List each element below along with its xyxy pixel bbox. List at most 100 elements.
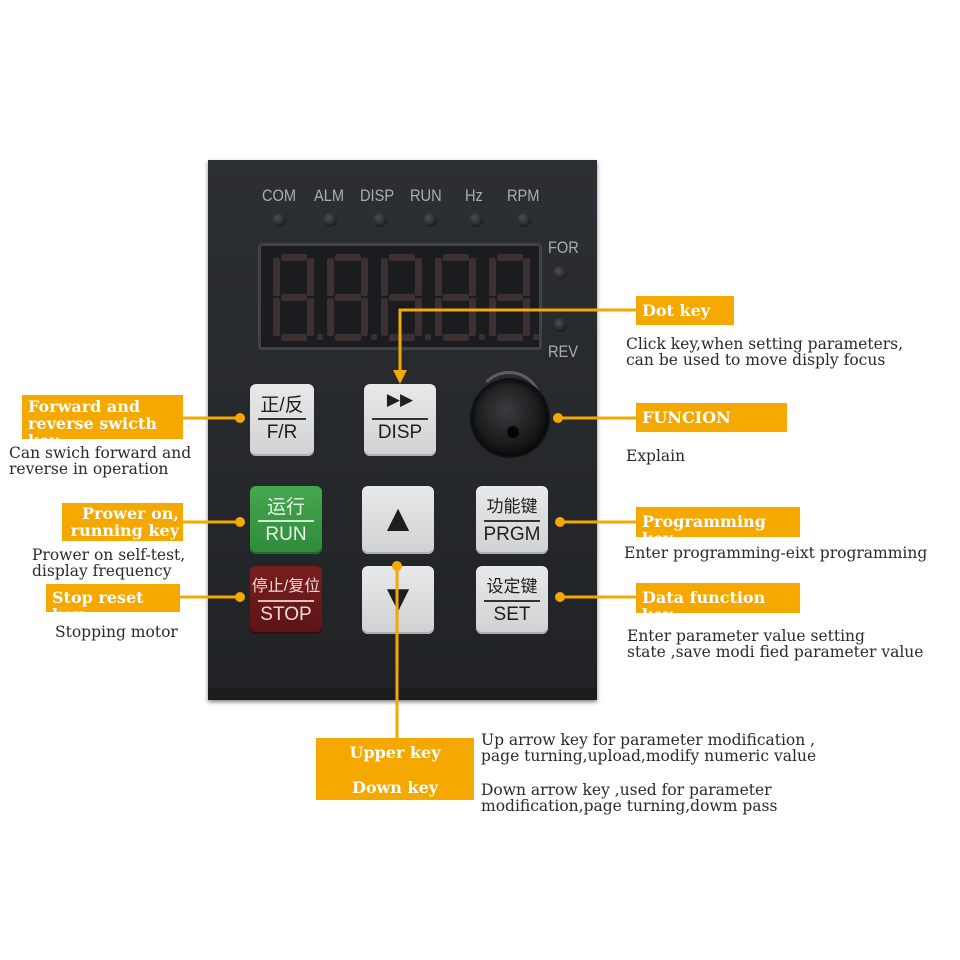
- set-key-top-label: 设定键: [486, 577, 538, 596]
- digit-dot: [317, 334, 323, 340]
- fr-key-bottom-label: F/R: [266, 422, 298, 443]
- down-arrow-icon: ▼: [379, 578, 417, 620]
- note-power-on: Prower on self-test, display frequency: [32, 547, 185, 579]
- key-divider: [258, 520, 314, 522]
- disp-key[interactable]: ▶▶ DISP: [364, 384, 436, 456]
- digit-segment: [389, 294, 415, 301]
- note-dot-key: Click key,when setting parameters, can b…: [626, 336, 903, 368]
- digit-segment: [335, 254, 361, 261]
- digit-segment: [489, 298, 496, 336]
- digit-dot: [371, 334, 377, 340]
- prgm-key-bottom-label: PRGM: [483, 524, 541, 545]
- digit-segment: [523, 298, 530, 336]
- note-line: state ,save modi fied parameter value: [627, 643, 924, 661]
- callout-arrow-keys: Upper key Down key: [316, 738, 474, 800]
- disp-key-bottom-label: DISP: [377, 422, 423, 443]
- digit-segment: [307, 298, 314, 336]
- callout-stop-reset: Stop reset key: [46, 584, 180, 623]
- display-digit: [381, 254, 431, 341]
- digit-segment: [389, 254, 415, 261]
- digit-segment: [273, 258, 280, 296]
- digit-segment: [335, 294, 361, 301]
- digit-segment: [327, 258, 334, 296]
- digit-segment: [327, 298, 334, 336]
- up-arrow-key[interactable]: ▲: [362, 486, 434, 554]
- digit-segment: [281, 254, 307, 261]
- digit-segment: [443, 294, 469, 301]
- callout-line: Prower on,: [82, 504, 179, 523]
- digit-segment: [361, 298, 368, 336]
- indicator-label-hz: Hz: [465, 186, 483, 205]
- run-key[interactable]: 运行 RUN: [250, 486, 322, 554]
- set-key-bottom-label: SET: [493, 604, 531, 625]
- down-arrow-key[interactable]: ▼: [362, 566, 434, 634]
- digit-segment: [381, 298, 388, 336]
- led-for: [553, 266, 567, 280]
- panel-bottom-edge: [208, 688, 597, 700]
- note-forward-reverse: Can swich forward and reverse in operati…: [9, 445, 191, 477]
- digit-segment: [361, 258, 368, 296]
- key-divider: [372, 418, 428, 420]
- callout-line: running key: [70, 521, 179, 540]
- indicator-label-disp: DISP: [360, 186, 395, 205]
- callout-power-on: Prower on, running key: [62, 503, 183, 541]
- digit-segment: [443, 334, 469, 341]
- seven-segment-display: [258, 243, 542, 350]
- display-digit: [489, 254, 539, 341]
- led-rev: [553, 318, 567, 332]
- fast-forward-icon: ▶▶: [386, 390, 414, 409]
- note-line: reverse in operation: [9, 460, 169, 478]
- prgm-key[interactable]: 功能键 PRGM: [476, 486, 548, 554]
- note-line: modification,page turning,dowm pass: [481, 797, 778, 815]
- note-line: Down arrow key ,used for parameter: [481, 781, 772, 799]
- digit-segment: [435, 298, 442, 336]
- key-divider: [258, 418, 306, 420]
- up-arrow-icon: ▲: [379, 498, 417, 540]
- label-for: FOR: [548, 238, 579, 257]
- callout-programming: Programming key: [636, 507, 800, 547]
- led-disp: [373, 213, 387, 227]
- note-data-function: Enter parameter value setting state ,sav…: [627, 628, 923, 660]
- digit-segment: [335, 334, 361, 341]
- display-digit: [273, 254, 323, 341]
- display-digit: [327, 254, 377, 341]
- callout-line: Forward and: [28, 397, 141, 416]
- digit-segment: [273, 298, 280, 336]
- digit-segment: [281, 334, 307, 341]
- callout-dot-key: Dot key: [636, 296, 734, 325]
- potentiometer-knob[interactable]: [472, 380, 548, 456]
- digit-dot: [425, 334, 431, 340]
- key-divider: [484, 520, 540, 522]
- key-divider: [258, 600, 314, 602]
- indicator-label-rpm: RPM: [507, 186, 540, 205]
- note-line: Enter parameter value setting: [627, 627, 865, 645]
- note-programming: Enter programming-eixt programming: [624, 545, 927, 561]
- note-line: Can swich forward and: [9, 444, 192, 462]
- led-alm: [323, 213, 337, 227]
- digit-segment: [497, 254, 523, 261]
- note-stop-reset: Stopping motor: [55, 624, 178, 640]
- digit-dot: [533, 334, 539, 340]
- digit-segment: [307, 258, 314, 296]
- note-line: can be used to move disply focus: [626, 351, 886, 369]
- callout-forward-reverse: Forward and reverse swicth key: [22, 395, 183, 449]
- callout-down-key: Down key: [351, 778, 439, 797]
- note-line: page turning,upload,modify numeric value: [481, 747, 817, 765]
- digit-segment: [389, 334, 415, 341]
- digit-segment: [469, 298, 476, 336]
- set-key[interactable]: 设定键 SET: [476, 566, 548, 634]
- run-key-top-label: 运行: [266, 497, 305, 518]
- display-digit: [435, 254, 485, 341]
- stop-key[interactable]: 停止/复位 STOP: [250, 566, 322, 634]
- note-upper-key: Up arrow key for parameter modification …: [481, 732, 816, 764]
- note-line: Explain: [626, 447, 686, 465]
- indicator-label-com: COM: [262, 186, 297, 205]
- note-line: Enter programming-eixt programming: [624, 544, 928, 562]
- indicator-label-run: RUN: [410, 186, 442, 205]
- digit-segment: [281, 294, 307, 301]
- note-line: display frequency: [32, 562, 172, 580]
- indicator-label-alm: ALM: [314, 186, 345, 205]
- stop-key-top-label: 停止/复位: [251, 578, 321, 595]
- fr-key[interactable]: 正/反 F/R: [250, 384, 314, 456]
- run-key-bottom-label: RUN: [265, 524, 307, 545]
